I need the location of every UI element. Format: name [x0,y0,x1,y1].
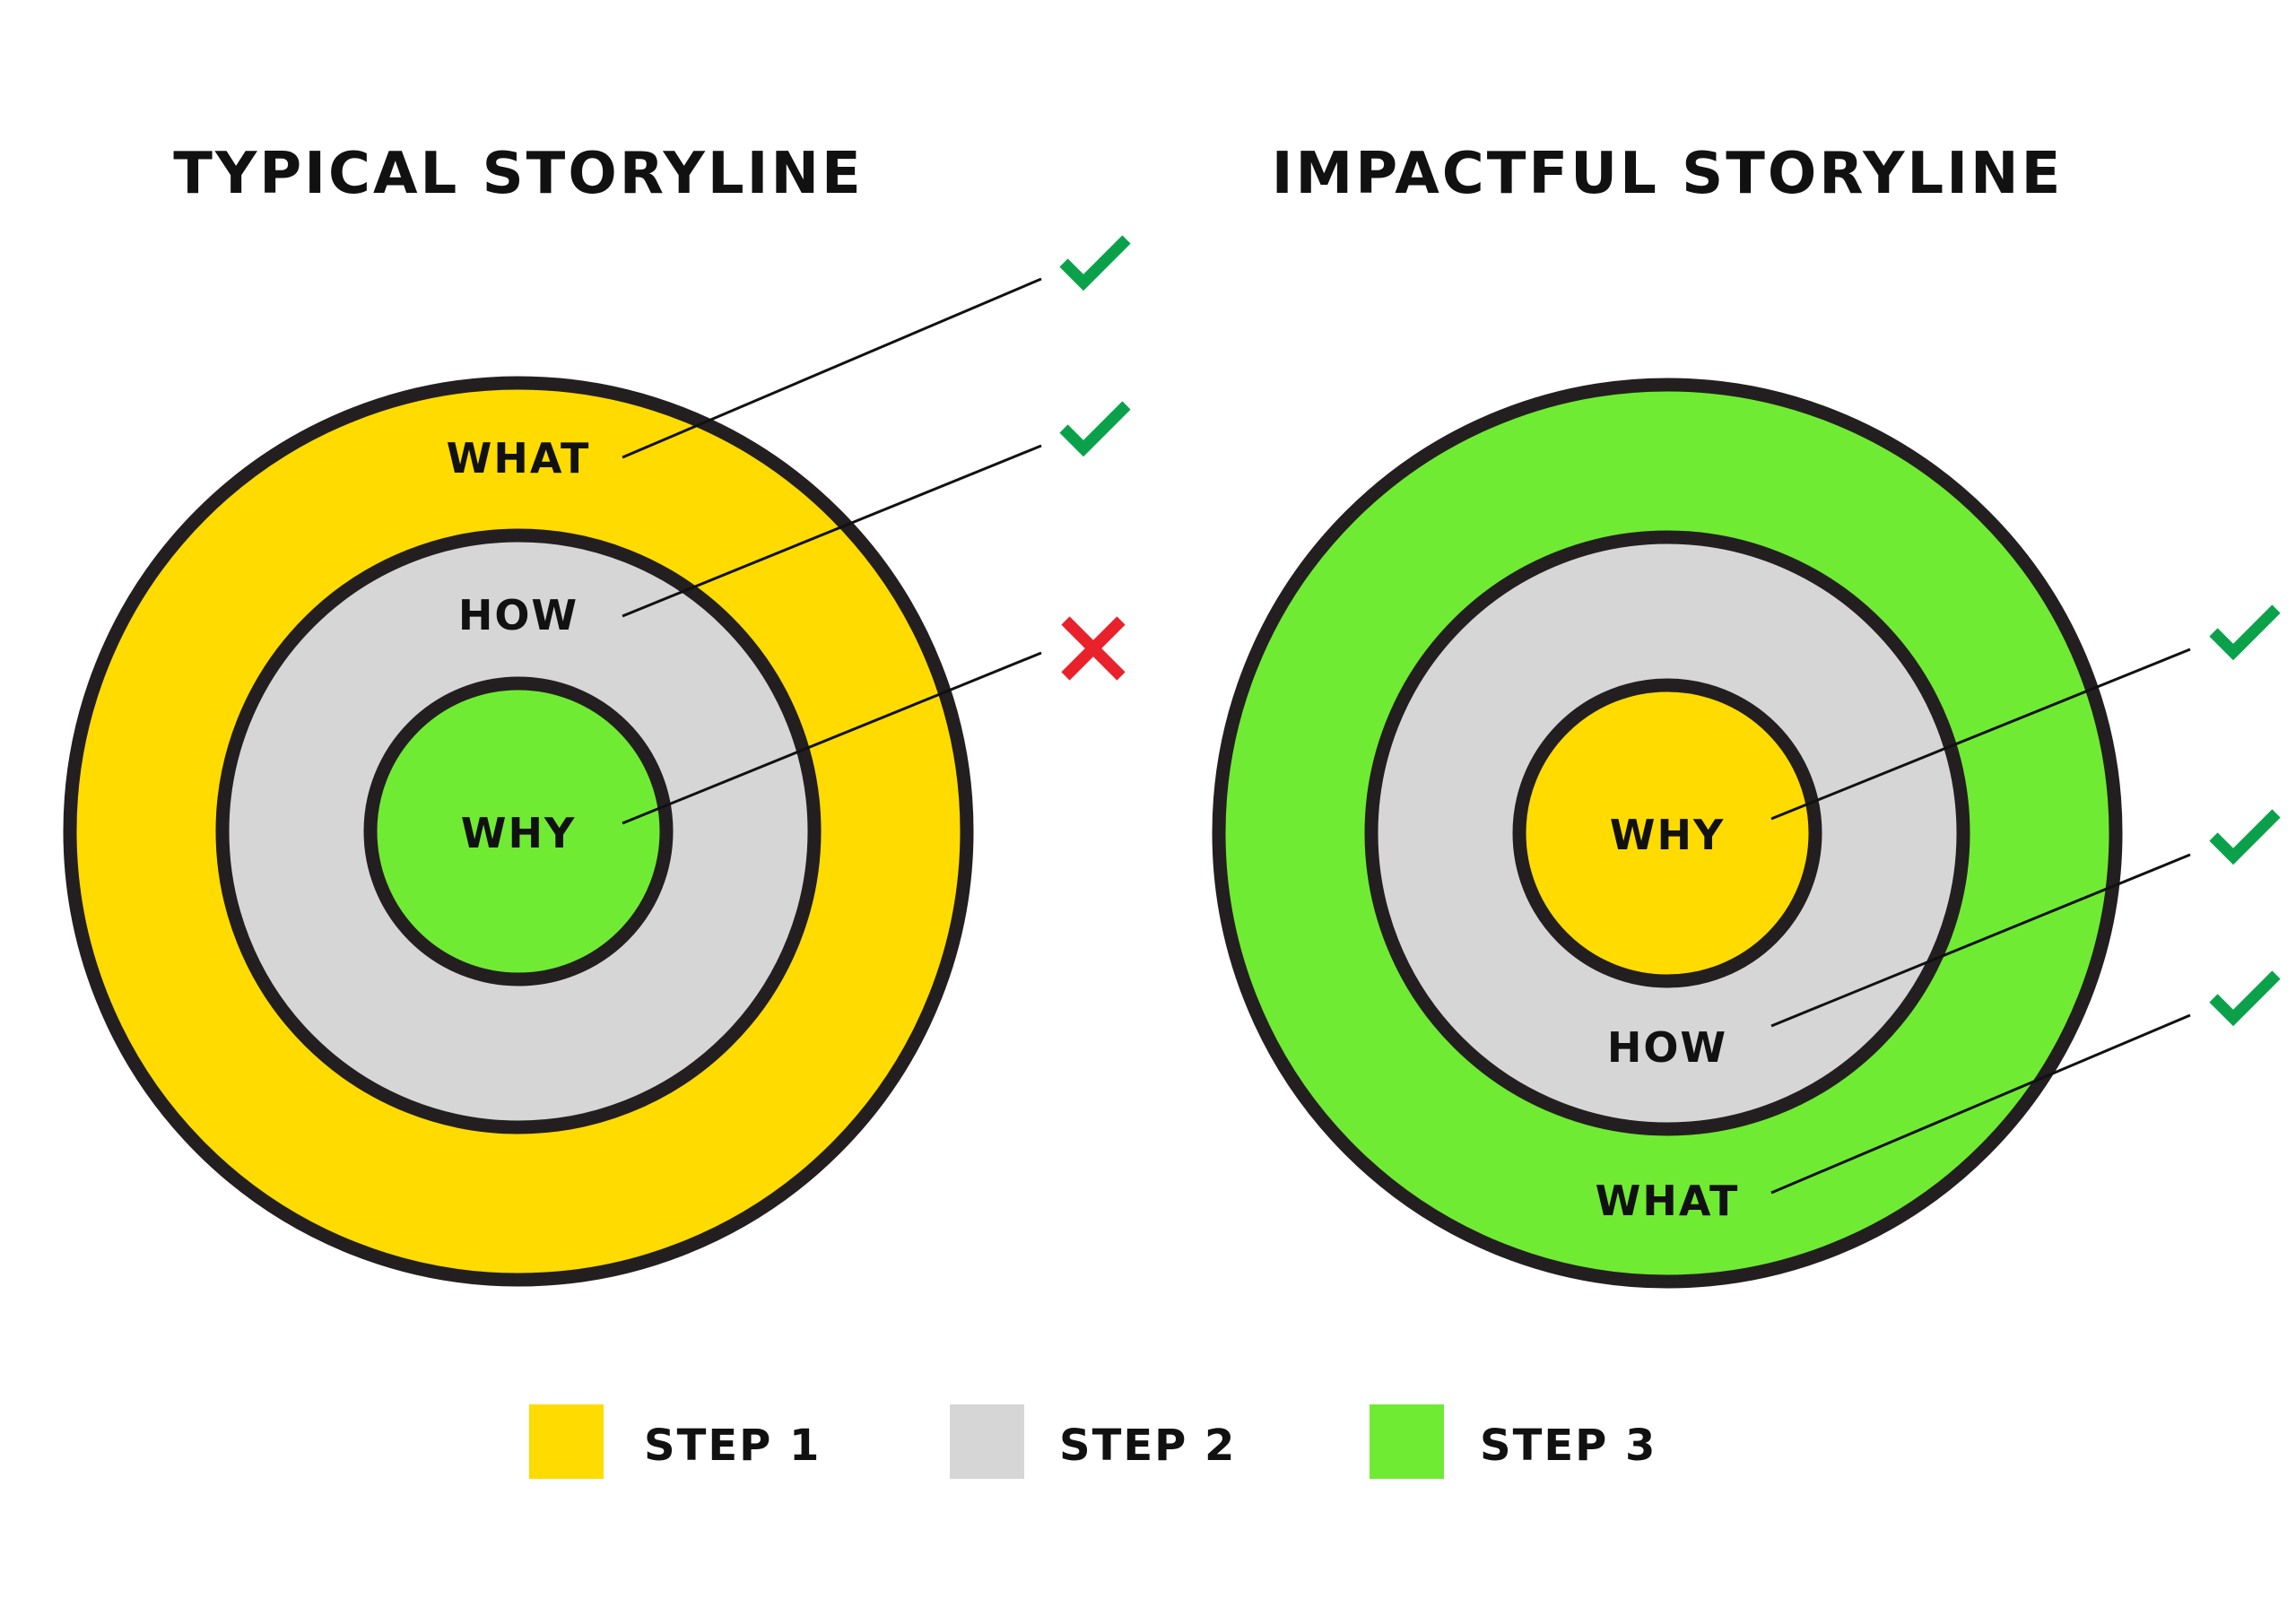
impactful-inner-circle [1512,678,1822,988]
impactful-how-label: HOW [1607,1023,1727,1072]
legend-item-step-2: STEP 2 [950,1404,1236,1479]
impactful-what-connector [1770,1013,2191,1195]
legend-label-step-1: STEP 1 [644,1421,821,1471]
cross-icon [1061,616,1126,681]
check-icon [2209,809,2281,865]
impactful-how-connector [1770,853,2191,1028]
typical-storyline-diagram [63,376,974,1287]
legend-swatch-step-3 [1370,1404,1444,1479]
legend-swatch-step-1 [529,1404,604,1479]
legend-label-step-3: STEP 3 [1480,1421,1657,1471]
legend-swatch-step-2 [950,1404,1024,1479]
typical-connectors [622,277,1042,825]
legend: STEP 1 STEP 2 STEP 3 [529,1404,1657,1479]
impactful-why-label: WHY [1610,811,1726,859]
typical-inner-circle [363,676,674,987]
check-icon [2209,970,2281,1027]
legend-item-step-1: STEP 1 [529,1404,821,1479]
impactful-why-connector [1770,648,2191,821]
typical-how-connector [622,444,1042,618]
legend-item-step-3: STEP 3 [1370,1404,1657,1479]
check-icon [1059,401,1131,457]
check-icon [2209,604,2281,661]
impactful-connectors [1770,648,2191,1195]
check-icon [1059,235,1131,291]
typical-why-label: WHY [461,809,577,857]
typical-storyline-title: TYPICAL STORYLINE [173,141,863,207]
typical-how-label: HOW [458,591,578,639]
impactful-storyline-diagram [1212,378,2123,1289]
typical-what-label: WHAT [447,434,591,482]
legend-label-step-2: STEP 2 [1059,1421,1236,1471]
typical-what-connector [622,277,1042,459]
typical-why-connector [622,651,1042,825]
impactful-what-label: WHAT [1596,1177,1740,1225]
impactful-storyline-title: IMPACTFUL STORYLINE [1272,141,2064,207]
